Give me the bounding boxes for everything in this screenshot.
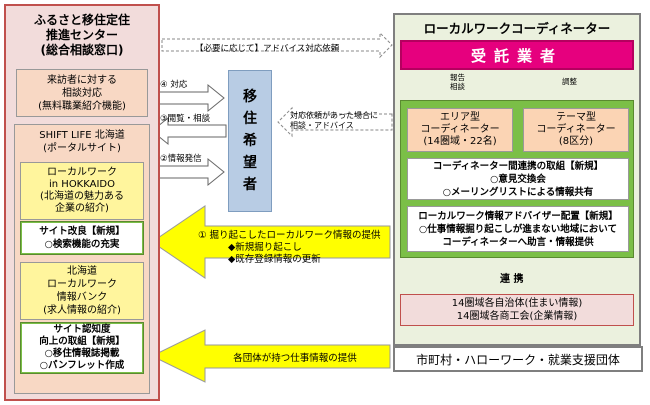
site-recognition-line1: サイト認知度 xyxy=(53,324,111,335)
site-improve-box: サイト改良【新規】 ○検索機能の充実 xyxy=(22,223,142,253)
visitor-line3: (無料職業紹介機能) xyxy=(38,100,126,112)
local-work-info-item1: ◆新規掘り起こし xyxy=(228,242,302,253)
collab-line2: ○意見交換会 xyxy=(490,173,546,185)
job-bank-line1: 北海道 xyxy=(67,266,97,277)
local-work-line2: in HOKKAIDO xyxy=(49,179,115,190)
job-bank-line4: (求人情報の紹介) xyxy=(43,305,121,316)
response-label: ④ 対応 xyxy=(160,80,188,90)
local-work-info-label: ① 掘り起こしたローカルワーク情報の提供 ◆新規掘り起こし ◆既存登録情報の更新 xyxy=(198,230,388,266)
local-work-line1: ローカルワーク xyxy=(47,167,117,178)
browse-consult-label: ③閲覧・相談 xyxy=(160,114,211,124)
advisor-box: ローカルワーク情報アドバイザー配置【新規】 ○仕事情報掘り起こしが進まない地域に… xyxy=(407,206,629,252)
site-improve-line2: ○検索機能の充実 xyxy=(44,239,120,250)
area-line3: (14圏域・22名) xyxy=(423,136,497,147)
local-work-line3: (北海道の魅力ある xyxy=(40,191,124,202)
theme-coordinator-box: テーマ型 コーディネーター (8区分) xyxy=(523,108,629,152)
consult-advice-label: 対応依頼があった場合に 相談・アドバイス xyxy=(290,111,394,131)
job-bank-box: 北海道 ローカルワーク 情報バンク (求人情報の紹介) xyxy=(20,262,144,320)
job-info-arrow xyxy=(150,329,391,383)
job-bank-line2: ローカルワーク xyxy=(47,279,117,290)
center-title-line1: ふるさと移住定住 xyxy=(33,12,130,27)
consult-advice-line1: 対応依頼があった場合に xyxy=(290,111,378,120)
migrant-box: 移住希望者 xyxy=(228,70,272,212)
advisor-line3: コーディネーターへ助言・情報提供 xyxy=(442,236,594,248)
region-bodies-line1: 14圏域各自治体(住まい情報) xyxy=(451,298,583,309)
info-send-label: ②情報発信 xyxy=(160,154,202,164)
shift-life-line1: SHIFT LIFE 北海道 xyxy=(39,130,125,141)
local-work-hokkaido-box: ローカルワーク in HOKKAIDO (北海道の魅力ある 企業の紹介) xyxy=(20,162,144,220)
theme-line3: (8区分) xyxy=(558,136,594,147)
advisor-line2: ○仕事情報掘り起こしが進まない地域において xyxy=(418,223,617,235)
browse-consult-arrow xyxy=(151,116,227,146)
region-bodies-line2: 14圏域各商工会(企業情報) xyxy=(456,311,578,322)
coordinator-title: ローカルワークコーディネーター xyxy=(423,20,611,36)
site-recognition-box: サイト認知度 向上の取組【新規】 ○移住情報誌掲載 ○パンフレット作成 xyxy=(22,324,142,372)
migrant-label: 移住希望者 xyxy=(243,89,257,193)
report-label-line1: 報告 xyxy=(450,73,465,82)
visitor-consult-box: 来訪者に対する 相談対応 (無料職業紹介機能) xyxy=(16,69,148,117)
area-coordinator-box: エリア型 コーディネーター (14圏域・22名) xyxy=(407,108,513,152)
site-recognition-line3: ○移住情報誌掲載 xyxy=(44,348,120,359)
consult-advice-line2: 相談・アドバイス xyxy=(290,121,354,130)
municipality-box: 市町村・ハローワーク・就業支援団体 xyxy=(393,346,643,372)
job-bank-line3: 情報バンク xyxy=(56,292,108,303)
center-title-line2: 推進センター xyxy=(45,27,118,42)
advisor-line1: ローカルワーク情報アドバイザー配置【新規】 xyxy=(418,210,618,222)
site-recognition-line4: ○パンフレット作成 xyxy=(39,360,125,371)
cooperation-label: 連 携 xyxy=(500,274,524,285)
shift-life-line2: (ポータルサイト) xyxy=(43,143,121,154)
visitor-line2: 相談対応 xyxy=(62,87,102,99)
center-title-line3: (総合相談窓口) xyxy=(40,42,124,57)
site-recognition-line2: 向上の取組【新規】 xyxy=(39,336,125,347)
contractor-box: 受託業者 xyxy=(400,40,634,70)
advice-request-arrow xyxy=(161,31,393,59)
report-label: 報告 相談 xyxy=(450,73,465,91)
consult-advice-arrow xyxy=(277,106,393,138)
region-bodies-box: 14圏域各自治体(住まい情報) 14圏域各商工会(企業情報) xyxy=(400,294,634,326)
collab-line1: コーディネーター間連携の取組【新規】 xyxy=(432,160,604,172)
visitor-line1: 来訪者に対する xyxy=(47,74,117,86)
adjust-label: 調整 xyxy=(562,77,577,86)
local-work-info-item2: ◆既存登録情報の更新 xyxy=(228,254,321,265)
collab-line3: ○メーリングリストによる情報共有 xyxy=(442,186,594,198)
center-title: ふるさと移住定住 推進センター (総合相談窓口) xyxy=(10,6,154,64)
area-line1: エリア型 xyxy=(440,112,480,123)
site-improve-line1: サイト改良【新規】 xyxy=(39,226,125,237)
local-work-info-arrow xyxy=(151,205,391,279)
collab-box: コーディネーター間連携の取組【新規】 ○意見交換会 ○メーリングリストによる情報… xyxy=(407,158,629,200)
theme-line1: テーマ型 xyxy=(556,112,596,123)
theme-line2: コーディネーター xyxy=(536,124,616,135)
area-line2: コーディネーター xyxy=(420,124,500,135)
shift-life-title: SHIFT LIFE 北海道 (ポータルサイト) xyxy=(14,125,150,159)
report-label-line2: 相談 xyxy=(450,82,465,91)
job-info-label: 各団体が持つ仕事情報の提供 xyxy=(233,353,357,364)
local-work-info-title: ① 掘り起こしたローカルワーク情報の提供 xyxy=(198,230,381,241)
advice-request-label: 【必要に応じて】アドバイス対応依頼 xyxy=(195,44,340,54)
local-work-line4: 企業の紹介) xyxy=(55,203,109,214)
